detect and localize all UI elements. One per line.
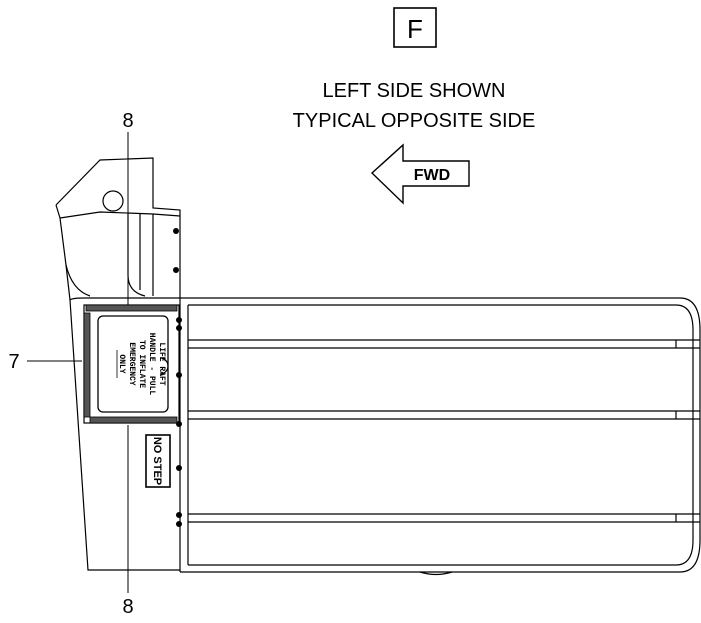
placard-line-5: ONLY [117, 354, 126, 373]
placard-line-2: HANDLE - PULL [147, 333, 156, 396]
callout-bottom: 8 [122, 596, 133, 618]
placard-line-4: EMERGENCY [127, 342, 136, 385]
raft-compartment-door [83, 304, 180, 424]
life-raft-placard: LIFE RAFT HANDLE - PULL TO INFLATE EMERG… [116, 333, 166, 396]
callout-top: 8 [122, 110, 133, 132]
view-note-line-1: LEFT SIDE SHOWN [323, 80, 506, 102]
forward-arrow: FWD [370, 143, 470, 205]
callout-left: 7 [8, 351, 19, 373]
placard-line-1: LIFE RAFT [157, 342, 166, 385]
upper-fasteners [173, 228, 179, 273]
main-body-panel [179, 297, 701, 576]
no-step-label: NO STEP [151, 437, 163, 485]
no-step-placard: NO STEP [145, 434, 171, 488]
view-letter: F [407, 14, 423, 44]
side-panel [69, 297, 180, 571]
upper-fairing [55, 157, 181, 301]
placard-line-3: TO INFLATE [137, 340, 146, 388]
forward-arrow-label: FWD [414, 167, 450, 184]
view-note-line-2: TYPICAL OPPOSITE SIDE [293, 110, 536, 132]
view-letter-box: F [393, 7, 437, 48]
